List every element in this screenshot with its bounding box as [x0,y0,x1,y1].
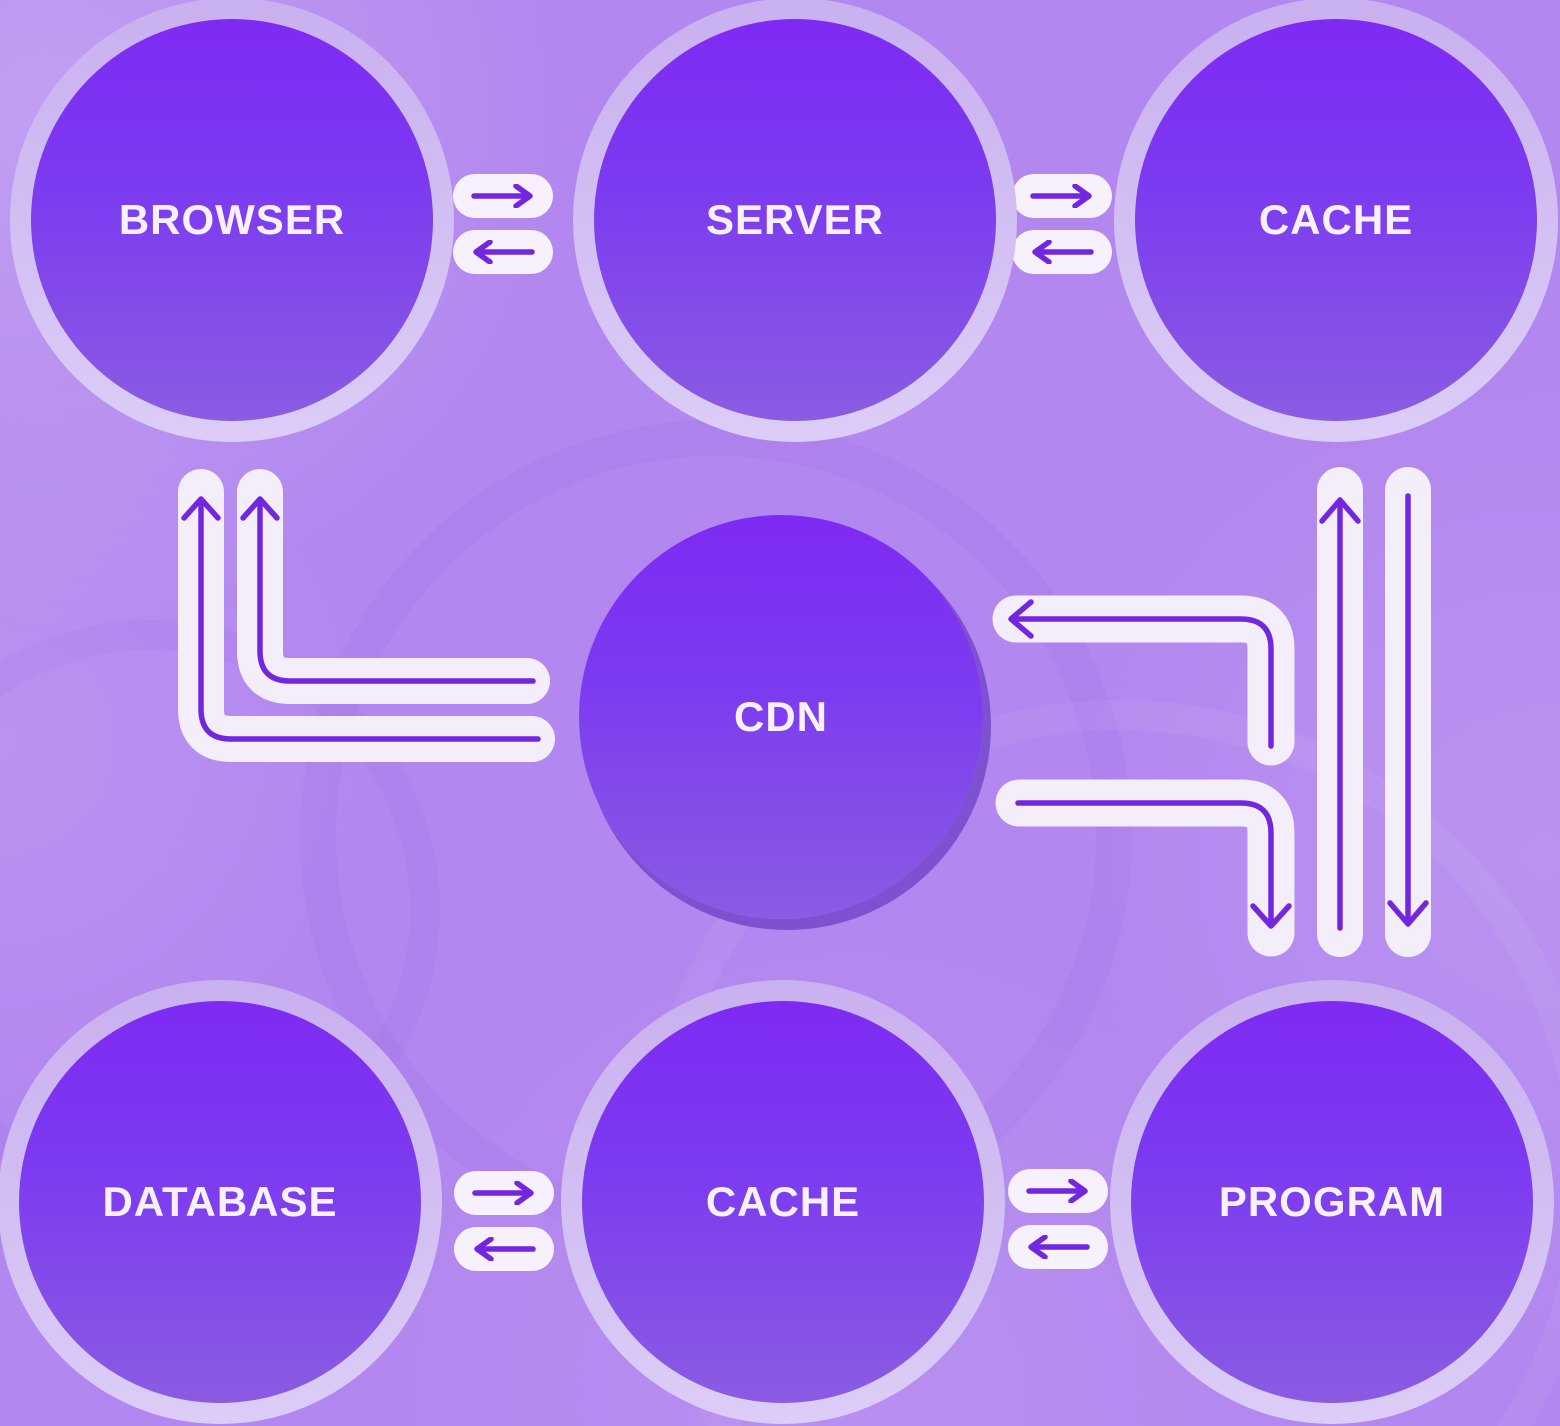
arrow-line-into-cdn [1011,616,1274,749]
node-browser-label: BROWSER [118,196,346,243]
left-arrow-icon [474,1237,536,1261]
pill-server-to-cache [1012,174,1112,218]
node-program-label: PROGRAM [1218,1178,1446,1225]
node-program: PROGRAM [1110,980,1554,1424]
pill-cache-to-server [1012,230,1112,274]
right-arrow-icon [472,1181,534,1205]
node-server-circle: SERVER [594,19,996,421]
left-arrow-icon [1028,1235,1090,1259]
left-arrow-icon [1032,240,1094,264]
node-database-circle: DATABASE [19,1001,421,1403]
node-cache-top-circle: CACHE [1135,19,1537,421]
pill-program-to-cache [1008,1225,1108,1269]
up-arrowhead-icon [1319,497,1361,524]
node-cache-top-label: CACHE [1258,196,1414,243]
up-arrowhead-icon [240,496,280,521]
pill-cache-to-program [1008,1169,1108,1213]
tube-cdn-to-program [995,779,1295,957]
arrow-line-cdn-to-program [1015,800,1274,927]
up-arrowhead-icon [181,496,221,521]
tube-cdn-to-browser-inner [237,469,550,704]
pill-server-to-browser [453,230,553,274]
right-arrow-icon [1026,1179,1088,1203]
node-program-circle: PROGRAM [1131,1001,1533,1403]
node-database: DATABASE [0,980,442,1424]
node-database-label: DATABASE [102,1178,338,1225]
left-arrowhead-icon [1008,599,1034,639]
node-server: SERVER [573,0,1017,442]
pill-browser-to-server [453,174,553,218]
node-cache-bottom-circle: CACHE [582,1001,984,1403]
right-arrow-icon [471,184,533,208]
node-cache-bottom: CACHE [561,980,1005,1424]
node-cdn-label: CDN [734,693,828,740]
node-cache-top: CACHE [1114,0,1558,442]
arrow-line-cdn-to-browser-inner [257,497,536,684]
pill-cache-to-database [454,1227,554,1271]
left-arrow-icon [473,240,535,264]
node-server-label: SERVER [706,196,884,243]
node-cache-bottom-label: CACHE [705,1178,861,1225]
node-browser-circle: BROWSER [31,19,433,421]
node-browser: BROWSER [10,0,454,442]
tube-program-side-to-cdn [992,595,1295,766]
arrow-line-cdn-to-browser-outer [198,497,541,742]
right-arrow-icon [1030,184,1092,208]
pill-database-to-cache [454,1171,554,1215]
down-arrowhead-icon [1387,900,1429,927]
down-arrowhead-icon [1250,903,1292,929]
node-cdn: CDN [579,515,983,919]
